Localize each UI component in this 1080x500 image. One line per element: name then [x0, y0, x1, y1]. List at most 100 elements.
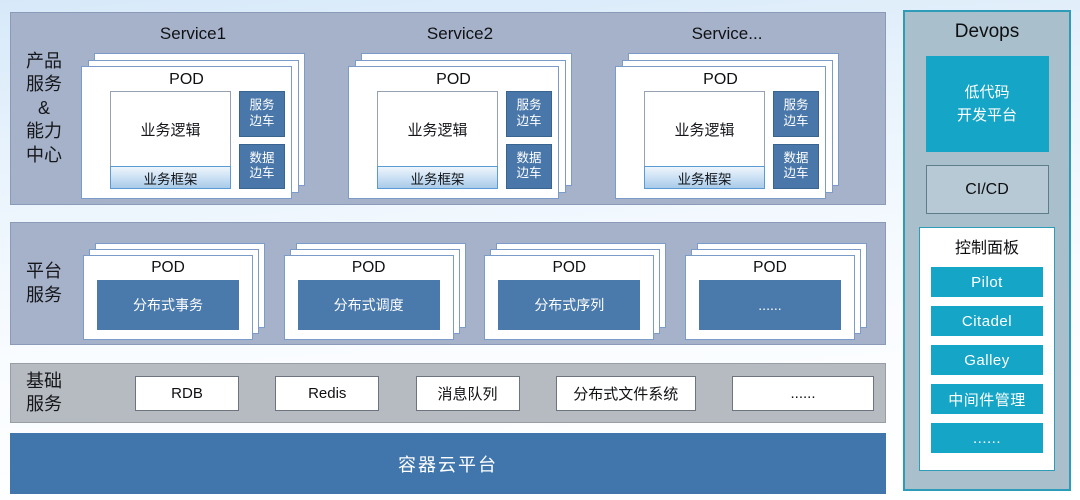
sidecar-column: 服务 边车 数据 边车 [239, 91, 285, 189]
lowcode-label-line: 开发平台 [956, 107, 1017, 124]
base-items: RDB Redis 消息队列 分布式文件系统 ...... [77, 375, 885, 411]
band-label-line: 服务 [26, 74, 62, 95]
pod-card: POD 分布式序列 [484, 255, 655, 340]
platform-pod-stack-4: POD ...... [684, 243, 867, 340]
distributed-scheduler-box: 分布式调度 [297, 280, 440, 330]
cicd-box: CI/CD [925, 165, 1049, 214]
lowcode-label-line: 低代码 [964, 83, 1010, 101]
sidecar-label-line: 服务 [249, 98, 275, 113]
message-queue-box: 消息队列 [415, 375, 520, 411]
pod-card: POD 业务逻辑 业务框架 服务 边车 [615, 66, 826, 199]
devops-title: Devops [954, 21, 1020, 42]
band-label-line: 服务 [26, 394, 62, 414]
business-logic-box: 业务逻辑 [377, 91, 498, 167]
container-cloud-label: 容器云平台 [398, 454, 498, 475]
band-label-line: & [37, 97, 50, 118]
sidecar-label-line: 边车 [516, 113, 542, 128]
pod-card-body: 业务逻辑 业务框架 服务 边车 数据 边车 [616, 91, 825, 198]
pod-card: POD 分布式事务 [83, 255, 253, 340]
redis-box: Redis [275, 375, 380, 411]
service-title: Service1 [159, 24, 227, 43]
business-column: 业务逻辑 业务框架 [377, 91, 498, 189]
business-logic-box: 业务逻辑 [110, 91, 231, 167]
pod-card: POD 业务逻辑 业务框架 服务 边车 [348, 66, 559, 199]
base-band: 基础 服务 RDB Redis 消息队列 分布式文件系统 ...... [10, 363, 886, 423]
sidecar-label-line: 边车 [516, 166, 542, 181]
pod-title: POD [703, 71, 738, 88]
service-title: Service... [691, 24, 763, 43]
business-framework-box: 业务框架 [644, 166, 765, 189]
pod-title: POD [169, 71, 204, 88]
platform-more-box: ...... [698, 280, 841, 330]
control-panel-item-pilot: Pilot [931, 267, 1043, 297]
business-framework-box: 业务框架 [110, 166, 231, 189]
lowcode-platform-box: 低代码 开发平台 [925, 56, 1049, 152]
sidecar-column: 服务 边车 数据 边车 [773, 91, 819, 189]
pod-stack: POD 业务逻辑 业务框架 服务 边车 [81, 53, 305, 199]
platform-pod-stack-1: POD 分布式事务 [83, 243, 265, 340]
pod-stack: POD 业务逻辑 业务框架 服务 边车 [615, 53, 839, 199]
distributed-sequence-box: 分布式序列 [498, 280, 641, 330]
sidecar-label-line: 边车 [783, 166, 809, 181]
sidecar-label-line: 边车 [783, 113, 809, 128]
control-panel-item-middleware: 中间件管理 [931, 384, 1043, 414]
service-group-3: Service... POD 业务逻辑 业务框架 [615, 20, 839, 204]
control-panel-item-more: ...... [931, 423, 1043, 453]
platform-pods: POD 分布式事务 POD 分布式调度 POD 分布式序列 [77, 223, 885, 344]
business-framework-box: 业务框架 [377, 166, 498, 189]
pod-title: POD [753, 259, 787, 276]
service-sidecar-box: 服务 边车 [506, 91, 552, 137]
base-more-box: ...... [732, 375, 874, 411]
devops-panel: Devops 低代码 开发平台 CI/CD 控制面板 Pilot Citadel… [903, 10, 1071, 491]
service-sidecar-box: 服务 边车 [239, 91, 285, 137]
control-panel-item-citadel: Citadel [931, 306, 1043, 336]
business-column: 业务逻辑 业务框架 [110, 91, 231, 189]
pod-title: POD [436, 71, 471, 88]
sidecar-label-line: 数据 [516, 150, 542, 165]
sidecar-label-line: 数据 [249, 150, 275, 165]
data-sidecar-box: 数据 边车 [239, 143, 285, 189]
platform-pod-stack-3: POD 分布式序列 [484, 243, 667, 340]
service-groups: Service1 POD 业务逻辑 业务框架 [77, 13, 885, 204]
data-sidecar-box: 数据 边车 [506, 143, 552, 189]
sidecar-column: 服务 边车 数据 边车 [506, 91, 552, 189]
distributed-filesystem-box: 分布式文件系统 [555, 375, 696, 411]
pod-title: POD [151, 259, 185, 276]
sidecar-label-line: 边车 [249, 113, 275, 128]
control-panel-title: 控制面板 [954, 240, 1019, 257]
band-label-line: 基础 [26, 370, 62, 391]
data-sidecar-box: 数据 边车 [773, 143, 819, 189]
pod-card-body: 业务逻辑 业务框架 服务 边车 数据 边车 [82, 91, 291, 198]
product-band-label: 产品 服务 & 能力 中心 [11, 13, 77, 204]
band-label-line: 服务 [26, 284, 62, 305]
sidecar-label-line: 数据 [783, 150, 809, 165]
platform-band: 平台 服务 POD 分布式事务 POD 分布式调度 [10, 222, 886, 345]
band-label-line: 产品 [26, 51, 62, 72]
pod-card: POD ...... [684, 255, 855, 340]
business-column: 业务逻辑 业务框架 [644, 91, 765, 189]
business-logic-box: 业务逻辑 [644, 91, 765, 167]
control-panel-item-galley: Galley [931, 345, 1043, 375]
sidecar-label-line: 服务 [783, 98, 809, 113]
pod-stack: POD 业务逻辑 业务框架 服务 边车 [348, 53, 572, 199]
band-label-line: 能力 [26, 121, 62, 142]
product-band: 产品 服务 & 能力 中心 Service1 POD 业务逻辑 业务框架 [10, 12, 886, 205]
band-label-line: 中心 [26, 144, 62, 165]
pod-card-body: 业务逻辑 业务框架 服务 边车 数据 边车 [349, 91, 558, 198]
pod-card: POD 业务逻辑 业务框架 服务 边车 [81, 66, 292, 199]
control-panel: 控制面板 Pilot Citadel Galley 中间件管理 ...... [919, 227, 1055, 471]
band-label-line: 平台 [26, 261, 62, 282]
pod-card: POD 分布式调度 [283, 255, 454, 340]
service-group-2: Service2 POD 业务逻辑 业务框架 [348, 20, 572, 204]
rdb-box: RDB [135, 375, 239, 411]
sidecar-label-line: 服务 [516, 98, 542, 113]
service-group-1: Service1 POD 业务逻辑 业务框架 [81, 20, 305, 204]
sidecar-label-line: 边车 [249, 166, 275, 181]
service-title: Service2 [426, 24, 494, 43]
platform-band-label: 平台 服务 [11, 223, 77, 344]
service-sidecar-box: 服务 边车 [773, 91, 819, 137]
base-band-label: 基础 服务 [11, 370, 77, 417]
container-cloud-bar: 容器云平台 [10, 433, 886, 494]
pod-title: POD [351, 259, 386, 276]
